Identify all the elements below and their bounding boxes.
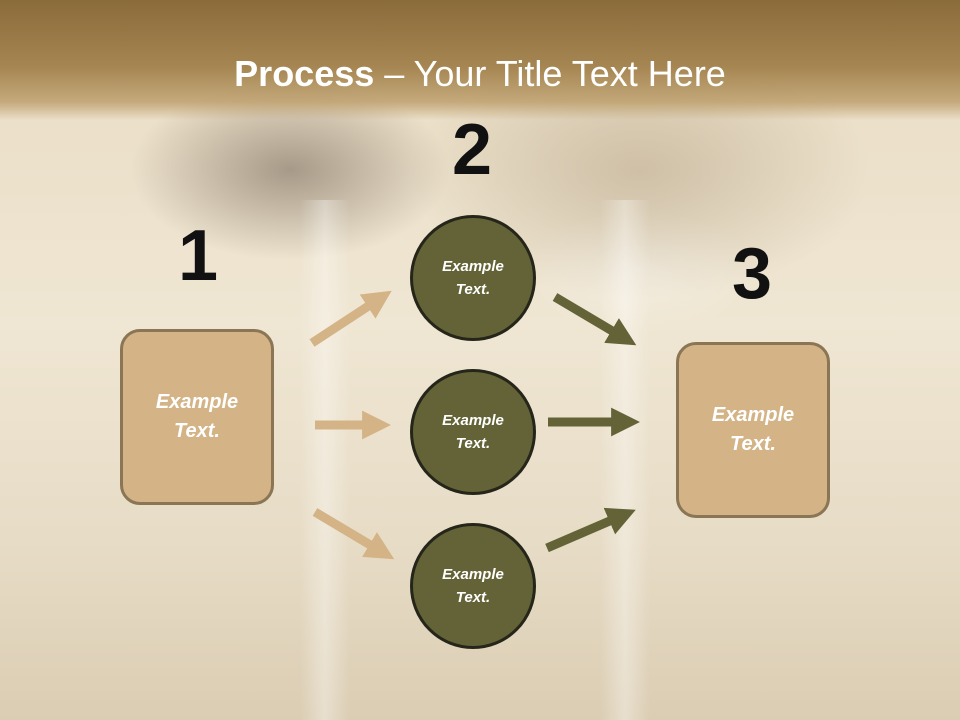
step-3-label: Example Text. (711, 404, 795, 455)
step-2-circle-top[interactable]: Example Text. (410, 215, 536, 341)
glass-stem-left (300, 200, 350, 720)
arrow-right-down-icon (552, 293, 637, 346)
step-number-2: 2 (451, 110, 493, 190)
title-bar (0, 0, 960, 120)
title-bold: Process (234, 53, 375, 94)
step-2-label-bottom: Example Text. (442, 566, 504, 606)
title-rest: – Your Title Text Here (374, 53, 726, 94)
step-2-label-top: Example Text. (442, 258, 504, 298)
step-2-circle-middle[interactable]: Example Text. (410, 369, 536, 495)
step-1-label: Example Text. (155, 391, 239, 442)
slide-title: Process – Your Title Text Here (0, 52, 960, 96)
step-number-1: 1 (177, 216, 219, 296)
step-1-box[interactable]: Example Text. (120, 329, 274, 505)
arrow-right-down-icon (312, 508, 395, 560)
step-2-label-middle: Example Text. (442, 412, 504, 452)
arrow-right-up-icon (309, 290, 392, 347)
arrow-right-up-icon (545, 507, 636, 553)
step-3-box[interactable]: Example Text. (676, 342, 830, 518)
step-number-3: 3 (731, 234, 773, 314)
step-2-circle-bottom[interactable]: Example Text. (410, 523, 536, 649)
glass-stem-right (600, 200, 650, 720)
